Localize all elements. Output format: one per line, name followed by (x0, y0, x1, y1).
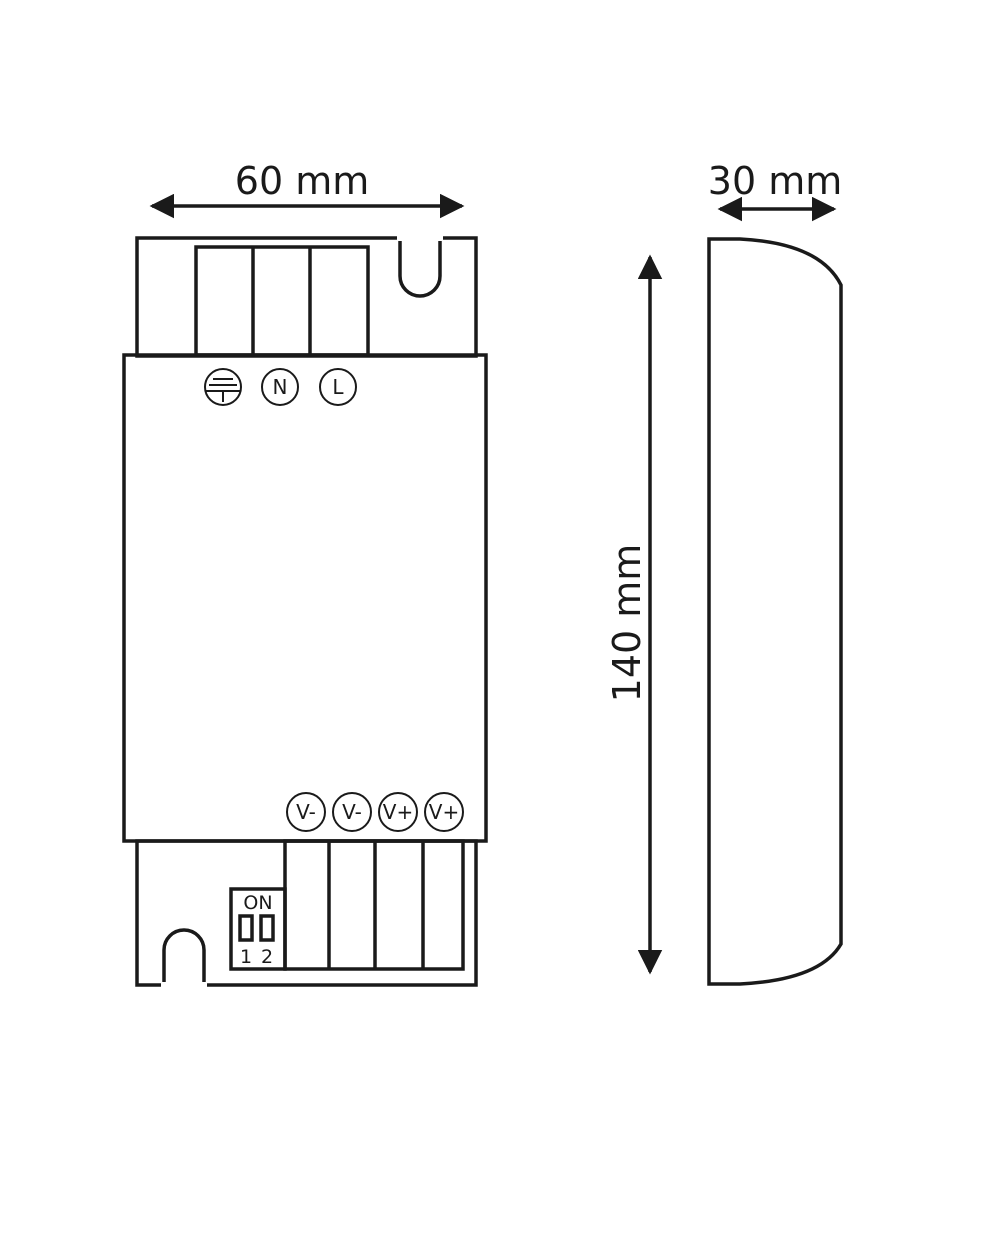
terminal-N: N (261, 368, 299, 406)
dip-switch-2-label: 2 (261, 946, 273, 968)
dip-switch-on-label: ON (243, 892, 272, 914)
terminal-v-minus-1: V- (286, 792, 326, 832)
earth-ground-icon (204, 368, 242, 406)
width-dimension: 60 mm (149, 159, 465, 219)
dip-switch-1-label: 1 (240, 946, 252, 968)
front-view: N L V- V- V+ V+ (122, 235, 488, 988)
depth-label: 30 mm (708, 159, 842, 203)
dip-switch: ON 1 2 (229, 887, 287, 971)
dip-switch-2 (259, 914, 275, 942)
main-body (122, 353, 488, 843)
dip-switch-1 (238, 914, 254, 942)
terminal-v-minus-2: V- (332, 792, 372, 832)
svg-text:L: L (332, 375, 344, 399)
input-terminal-block (194, 245, 370, 357)
height-label: 140 mm (605, 544, 649, 703)
terminal-L: L (319, 368, 357, 406)
svg-text:V-: V- (296, 800, 316, 824)
svg-text:V+: V+ (383, 800, 413, 824)
top-mounting-slot (398, 236, 442, 298)
side-view (707, 237, 843, 986)
terminal-v-plus-2: V+ (424, 792, 464, 832)
svg-text:V+: V+ (429, 800, 459, 824)
bottom-mounting-slot (162, 928, 206, 987)
svg-text:N: N (273, 375, 288, 399)
width-label: 60 mm (235, 159, 369, 203)
svg-text:V-: V- (342, 800, 362, 824)
height-dimension: 140 mm (605, 254, 663, 975)
terminal-v-plus-1: V+ (378, 792, 418, 832)
depth-dimension: 30 mm (708, 159, 842, 222)
